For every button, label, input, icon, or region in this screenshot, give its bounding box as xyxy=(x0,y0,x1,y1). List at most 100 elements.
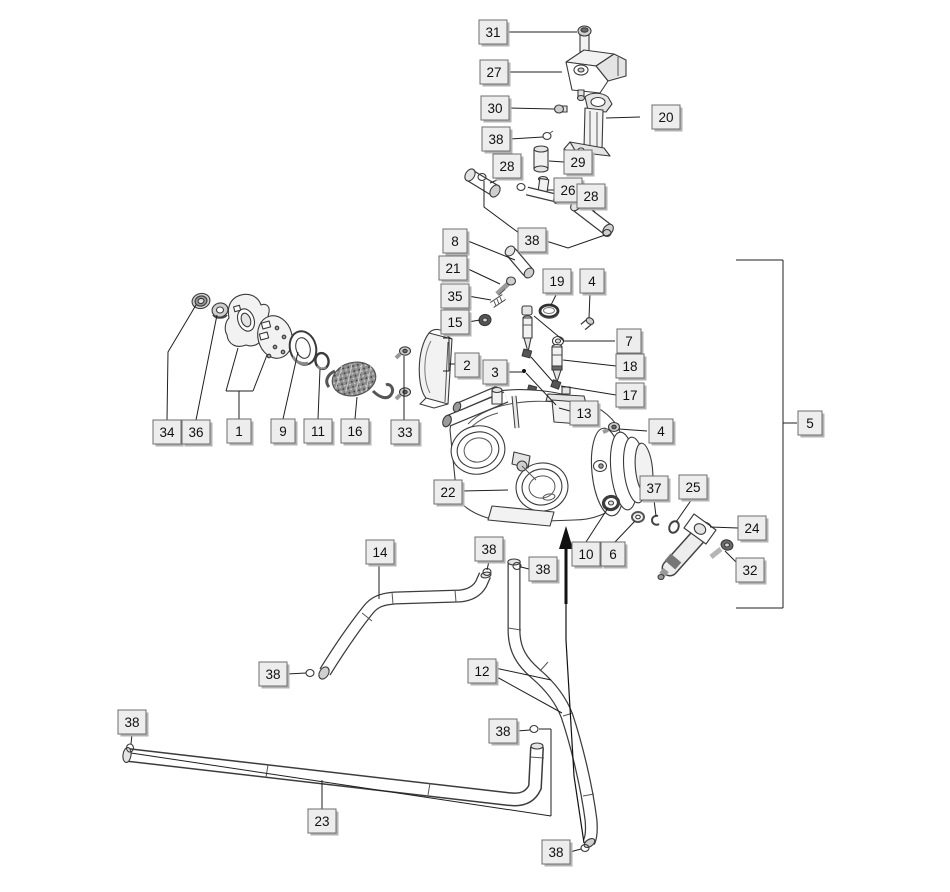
part-bracket-20 xyxy=(563,92,613,157)
part-injector-left xyxy=(521,305,538,395)
callout-24: 24 xyxy=(737,515,769,543)
part-bolt-32 xyxy=(709,539,734,559)
part-plug-4a xyxy=(580,317,595,331)
callout-number: 33 xyxy=(397,425,412,440)
callout-number: 37 xyxy=(646,481,661,496)
callout-number: 8 xyxy=(451,234,459,249)
callout-number: 38 xyxy=(481,542,496,557)
callout-number: 38 xyxy=(548,845,563,860)
part-clip-38a xyxy=(542,130,554,141)
part-ring-9 xyxy=(288,330,318,366)
part-clip-38b-right xyxy=(602,228,612,238)
callout-3: 3 xyxy=(482,359,510,387)
callout-38-5: 38 xyxy=(258,661,290,689)
callout-number: 14 xyxy=(372,545,388,560)
part-spring-16 xyxy=(325,361,394,400)
part-hose-14 xyxy=(318,571,492,680)
callout-number: 22 xyxy=(440,485,455,500)
callout-number: 23 xyxy=(314,814,329,829)
callout-number: 12 xyxy=(474,664,489,679)
callout-number: 3 xyxy=(491,365,499,380)
callout-34: 34 xyxy=(152,419,184,447)
callout-21: 21 xyxy=(438,255,470,283)
part-nut-15 xyxy=(478,313,492,327)
part-cclip-37 xyxy=(651,514,660,526)
callout-35: 35 xyxy=(440,283,472,311)
callout-8: 8 xyxy=(442,228,470,256)
callout-33: 33 xyxy=(390,419,422,447)
callout-number: 11 xyxy=(311,424,325,439)
leader-lines xyxy=(130,31,797,853)
callout-number: 27 xyxy=(486,65,501,80)
callout-7: 7 xyxy=(616,328,644,356)
part-ring-11 xyxy=(314,351,330,371)
part-clip-38g xyxy=(529,724,539,734)
callout-number: 9 xyxy=(279,424,287,439)
callout-9: 9 xyxy=(270,418,298,446)
callout-22: 22 xyxy=(433,479,465,507)
part-hose-12 xyxy=(507,558,598,849)
callout-37: 37 xyxy=(639,475,671,503)
callout-18: 18 xyxy=(615,353,647,381)
callout-32: 32 xyxy=(735,557,767,585)
callout-28-1: 28 xyxy=(492,153,524,181)
callout-12: 12 xyxy=(467,658,499,686)
callout-number: 28 xyxy=(499,159,514,174)
callout-number: 26 xyxy=(560,183,575,198)
callout-38-4: 38 xyxy=(528,556,560,584)
callout-14: 14 xyxy=(365,539,397,567)
callout-number: 13 xyxy=(576,406,591,421)
part-spring-35 xyxy=(490,294,506,308)
callout-number: 38 xyxy=(535,562,550,577)
part-screw-21 xyxy=(495,276,517,296)
part-screws-33 xyxy=(394,346,412,401)
part-clip-38b-left xyxy=(477,172,487,182)
callout-number: 38 xyxy=(524,233,539,248)
part-cover-plate-2 xyxy=(418,328,453,409)
part-bolt-4b xyxy=(602,421,621,434)
callout-10: 10 xyxy=(571,541,603,569)
callout-number: 34 xyxy=(159,425,175,440)
part-cap-19 xyxy=(538,303,560,319)
part-sensor-27 xyxy=(565,49,627,102)
callout-number: 38 xyxy=(495,724,510,739)
callout-6: 6 xyxy=(600,541,628,569)
part-screw-30 xyxy=(553,104,568,114)
callout-38-6: 38 xyxy=(117,709,149,737)
callout-2: 2 xyxy=(454,352,482,380)
part-clip-38e xyxy=(305,668,315,678)
part-ring-6 xyxy=(631,511,645,523)
callout-30: 30 xyxy=(480,95,512,123)
callout-number: 18 xyxy=(622,359,637,374)
callout-number: 10 xyxy=(578,547,593,562)
callout-number: 38 xyxy=(488,132,503,147)
callout-38-1: 38 xyxy=(481,126,513,154)
callout-11: 11 xyxy=(303,418,335,446)
part-hose-28a xyxy=(464,168,501,198)
callout-number: 28 xyxy=(583,189,598,204)
callout-number: 6 xyxy=(609,547,617,562)
callout-number: 24 xyxy=(744,521,760,536)
callout-number: 38 xyxy=(265,667,280,682)
callout-number: 25 xyxy=(685,480,700,495)
callout-number: 38 xyxy=(124,715,139,730)
callout-1: 1 xyxy=(226,418,254,446)
part-clip-38d xyxy=(512,561,522,571)
part-clip-17 xyxy=(550,379,562,390)
callout-number: 19 xyxy=(549,274,564,289)
callout-20: 20 xyxy=(651,104,683,132)
callout-5: 5 xyxy=(797,410,825,438)
part-clip-38h xyxy=(580,843,590,853)
callout-17: 17 xyxy=(615,382,647,410)
callout-38-3: 38 xyxy=(474,536,506,564)
part-spacer-29 xyxy=(533,145,549,173)
part-ring-10 xyxy=(601,494,621,512)
callout-number: 17 xyxy=(622,388,637,403)
callout-number: 16 xyxy=(347,424,362,439)
callout-38-2: 38 xyxy=(517,227,549,255)
part-injector-18 xyxy=(551,343,563,383)
callout-13: 13 xyxy=(569,400,601,428)
